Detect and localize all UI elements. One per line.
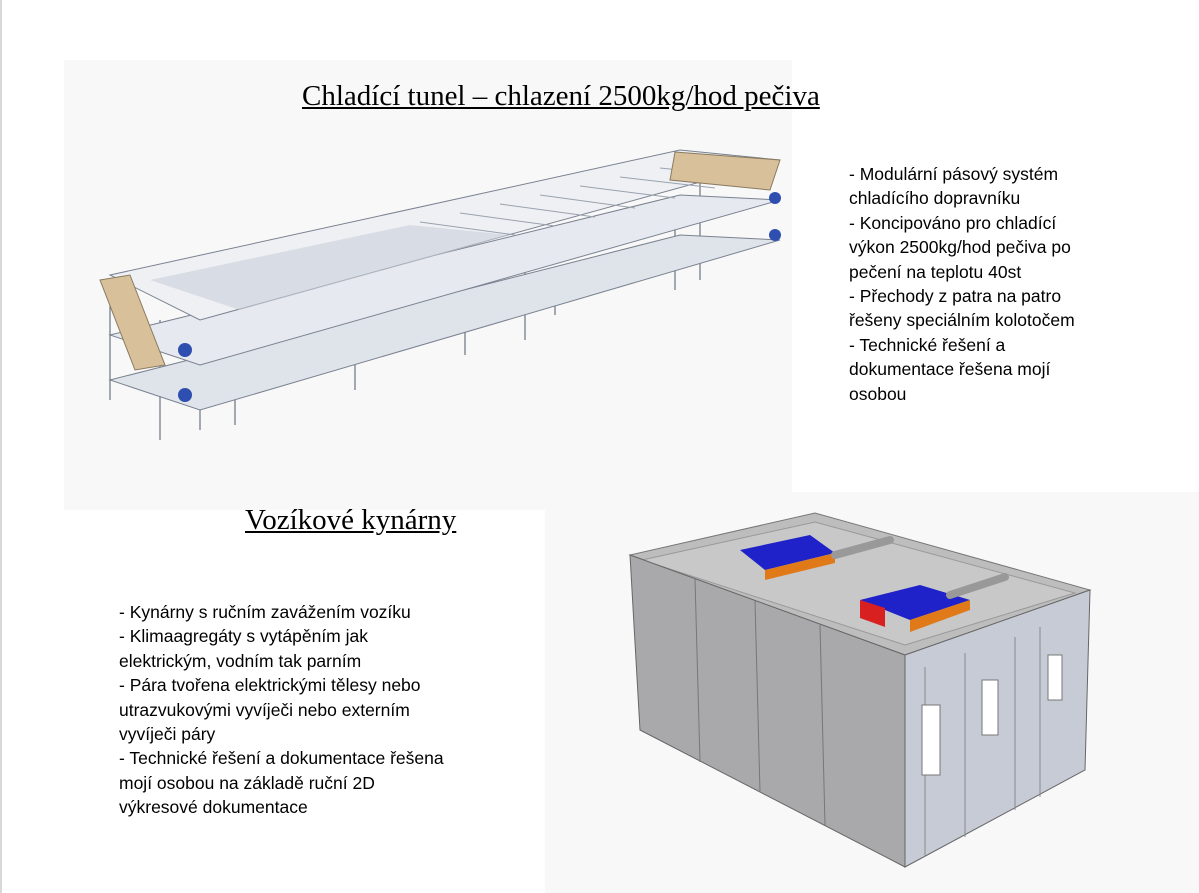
tunnel-tier-bottom <box>108 234 781 411</box>
section-title-cooling-tunnel: Chladící tunel – chlazení 2500kg/hod peč… <box>302 80 820 112</box>
page-edge <box>0 0 2 893</box>
text-line: mojí osobou na základě ruční 2D <box>119 772 375 793</box>
cooling-tunnel-render <box>99 149 781 440</box>
cooling-tunnel-description: - Modulární pásový systém chladícího dop… <box>849 162 1075 406</box>
text-line: - Technické řešení a <box>849 334 1006 355</box>
text-line: pečení na teplotu 40st <box>849 261 1022 282</box>
text-line: - Koncipováno pro chladící <box>849 212 1057 233</box>
tunnel-belt-ends <box>99 151 781 371</box>
text-line: elektrickým, vodním tak parním <box>119 650 362 671</box>
climate-unit-1 <box>740 535 835 580</box>
text-line: vyvíječi páry <box>119 724 216 745</box>
text-line: osobou <box>849 383 907 404</box>
text-line: výkresové dokumentace <box>119 797 308 818</box>
proofers-description: - Kynárny s ručním zavážením vozíku - Kl… <box>119 600 444 820</box>
text-line: výkon 2500kg/hod pečiva po <box>849 237 1071 258</box>
text-line: řešeny speciálním kolotočem <box>849 310 1075 331</box>
text-line: - Modulární pásový systém <box>849 164 1059 184</box>
roof-ducts <box>831 536 1009 599</box>
text-line: chladícího dopravníku <box>849 188 1021 209</box>
proofer-render <box>628 512 1092 868</box>
section-title-proofers: Vozíkové kynárny <box>245 504 457 536</box>
text-line: - Kynárny s ručním zavážením vozíku <box>119 602 411 622</box>
door-window <box>921 704 941 776</box>
proofer-front-wall <box>904 589 1091 868</box>
door-window <box>981 679 999 736</box>
door-window <box>1047 654 1063 701</box>
text-line: utrazvukovými vyvíječi nebo externím <box>119 699 410 720</box>
text-line: - Pára tvořena elektrickými tělesy nebo <box>119 675 421 696</box>
climate-unit-2 <box>860 585 970 632</box>
tunnel-motors <box>178 192 781 402</box>
text-line: - Technické řešení a dokumentace řešena <box>119 748 444 769</box>
text-line: - Přechody z patra na patro <box>849 286 1062 307</box>
text-line: - Klimaagregáty s vytápěním jak <box>119 626 368 647</box>
text-line: dokumentace řešena mojí <box>849 359 1051 380</box>
